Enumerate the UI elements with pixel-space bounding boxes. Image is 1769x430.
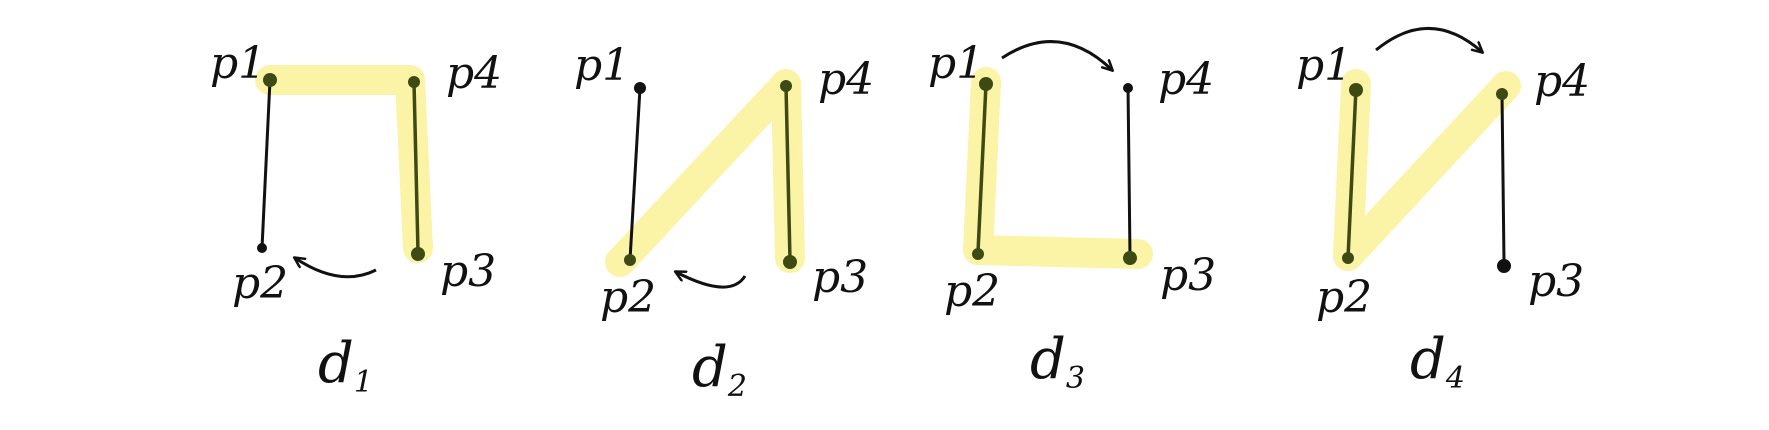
point-label-p1: p1 bbox=[1296, 40, 1352, 91]
vertex-p2 bbox=[1342, 252, 1354, 264]
swap-arrow bbox=[1001, 40, 1112, 70]
vertex-p3 bbox=[783, 255, 797, 269]
vertex-p1 bbox=[1349, 83, 1363, 97]
point-label-p4: p4 bbox=[446, 48, 502, 99]
edge-p4-p3 bbox=[784, 85, 792, 261]
vertex-p2 bbox=[972, 248, 984, 260]
vertex-p1 bbox=[979, 77, 993, 91]
point-label-p4: p4 bbox=[1158, 54, 1214, 105]
panel-d4: p1 p4 p2 p3 d4 bbox=[1296, 27, 1590, 396]
vertex-p3 bbox=[411, 247, 425, 261]
edge-p4-p3 bbox=[1126, 85, 1132, 257]
swap-arrow bbox=[295, 258, 377, 279]
point-label-p1: p1 bbox=[210, 38, 266, 89]
vertex-p1 bbox=[263, 73, 277, 87]
panel-d3: p1 p4 p2 p3 d3 bbox=[928, 38, 1216, 396]
point-label-p3: p3 bbox=[440, 246, 496, 297]
panel-d2: p1 p4 p2 p3 d2 bbox=[574, 40, 874, 404]
highlight-path bbox=[255, 65, 433, 263]
point-label-p1: p1 bbox=[928, 38, 984, 89]
point-label-p1: p1 bbox=[574, 40, 630, 91]
highlight-path bbox=[1333, 69, 1521, 271]
vertex-p4 bbox=[1123, 83, 1133, 93]
edge-p1-p2 bbox=[1346, 87, 1358, 259]
vertex-p2 bbox=[624, 254, 636, 266]
vertex-p3 bbox=[1497, 259, 1511, 273]
highlight-path bbox=[963, 67, 1153, 269]
panel-label-d1: d1 bbox=[318, 331, 373, 400]
point-label-p4: p4 bbox=[1534, 56, 1590, 107]
edge-p1-p2 bbox=[628, 87, 642, 261]
panel-label-d2: d2 bbox=[692, 335, 747, 404]
edge-p4-p3 bbox=[1500, 93, 1506, 263]
swap-arrow bbox=[676, 272, 747, 289]
edge-p1-p2 bbox=[976, 83, 988, 253]
edge-p4-p3 bbox=[412, 81, 420, 253]
vertex-p2 bbox=[257, 243, 267, 253]
panel-label-d3: d3 bbox=[1030, 327, 1085, 396]
point-label-p2: p2 bbox=[944, 266, 1000, 317]
point-label-p2: p2 bbox=[1316, 272, 1372, 323]
point-label-p4: p4 bbox=[818, 54, 874, 105]
vertex-p4 bbox=[780, 80, 792, 92]
vertex-p4 bbox=[1496, 88, 1508, 100]
panel-d1: p1 p4 p2 p3 d1 bbox=[210, 38, 502, 400]
edge-p1-p2 bbox=[260, 79, 272, 249]
vertex-p1 bbox=[634, 82, 646, 94]
point-label-p3: p3 bbox=[1160, 250, 1216, 301]
point-label-p2: p2 bbox=[600, 272, 656, 323]
swap-arrow bbox=[1375, 27, 1482, 52]
vertex-p3 bbox=[1123, 251, 1137, 265]
panel-label-d4: d4 bbox=[1410, 327, 1465, 396]
vertex-p4 bbox=[408, 76, 420, 88]
point-label-p3: p3 bbox=[1528, 256, 1584, 307]
point-label-p2: p2 bbox=[232, 258, 288, 309]
highlight-path bbox=[605, 69, 805, 277]
point-label-p3: p3 bbox=[812, 252, 868, 303]
